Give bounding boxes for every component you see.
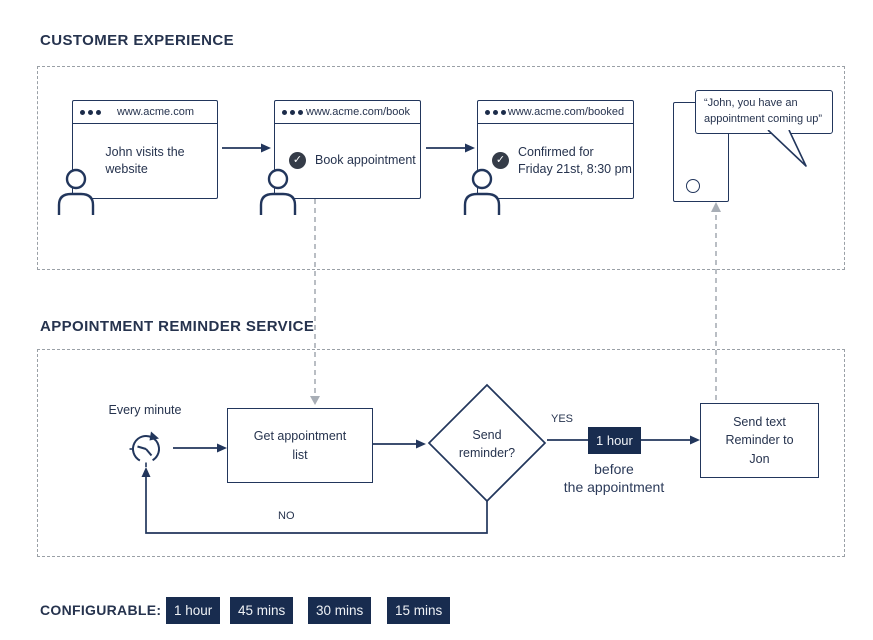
sms-bubble: “John, you have an appointment coming up… [695, 90, 833, 134]
interval-chip: 1 hour [588, 427, 641, 454]
no-label: NO [278, 510, 295, 522]
recurring-clock-icon [129, 431, 160, 467]
step-text: Confirmed for Friday 21st, 8:30 pm [518, 144, 632, 176]
browser-bar: www.acme.com/booked [478, 101, 633, 124]
configurable-chip: 45 mins [230, 597, 294, 624]
configurable-label: CONFIGURABLE: [40, 602, 162, 618]
person-icon [463, 168, 501, 215]
yes-label: YES [551, 413, 574, 425]
decision-label: Send reminder? [458, 428, 516, 460]
person-icon [259, 168, 297, 215]
trigger-label: Every minute [108, 403, 182, 417]
customer-section-title: CUSTOMER EXPERIENCE [40, 32, 235, 49]
browser-dots-icon [485, 109, 506, 115]
sms-bubble-tail [767, 129, 807, 167]
person-icon [57, 168, 95, 215]
interval-caption: before the appointment [563, 461, 665, 496]
browser-content: ✓ Confirmed for Friday 21st, 8:30 pm [478, 124, 633, 197]
url-text: www.acme.com/book [306, 106, 410, 118]
configurable-chip: 15 mins [387, 597, 451, 624]
browser-dots-icon [80, 109, 101, 115]
phone-home-button-icon [686, 179, 700, 193]
configurable-chip: 30 mins [308, 597, 372, 624]
url-text: www.acme.com/booked [507, 106, 625, 118]
check-icon: ✓ [492, 152, 509, 169]
browser-window-booked: www.acme.com/booked ✓ Confirmed for Frid… [477, 100, 634, 199]
step-text: Book appointment [315, 153, 416, 168]
customer-section-box [37, 66, 845, 270]
browser-content: John visits the website [105, 144, 185, 176]
configurable-chip: 1 hour [166, 597, 221, 624]
browser-window-visit: www.acme.com John visits the website [72, 100, 218, 199]
action-box-send-text: Send text Reminder to Jon [700, 403, 819, 478]
url-text: www.acme.com [116, 106, 195, 118]
browser-window-book: www.acme.com/book ✓ Book appointment [274, 100, 421, 199]
browser-bar: www.acme.com/book [275, 101, 420, 124]
service-section-title: APPOINTMENT REMINDER SERVICE [40, 318, 315, 335]
browser-bar: www.acme.com [73, 101, 217, 124]
check-icon: ✓ [289, 152, 306, 169]
browser-content: ✓ Book appointment [275, 124, 420, 197]
process-box-get-appointments: Get appointment list [227, 408, 373, 483]
service-section-box [37, 349, 845, 557]
browser-dots-icon [282, 109, 303, 115]
